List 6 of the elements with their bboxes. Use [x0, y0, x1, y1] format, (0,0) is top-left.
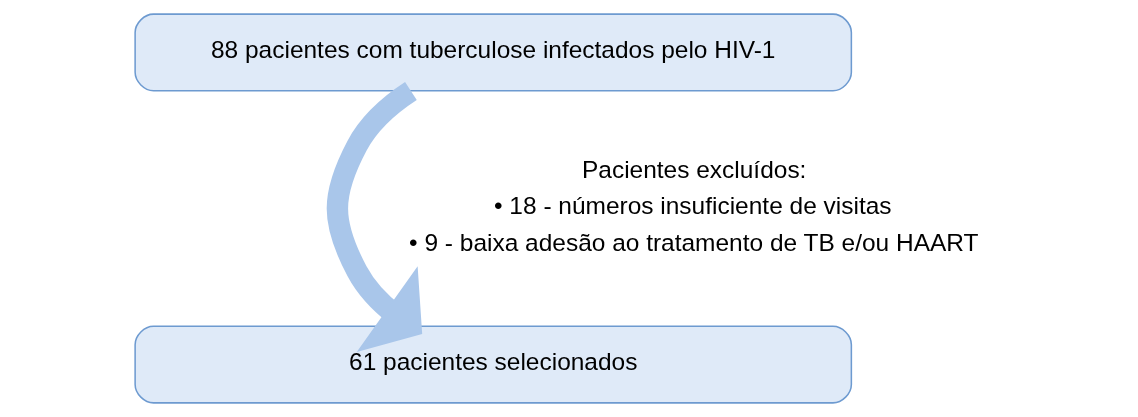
node-box: 61 pacientes selecionados — [134, 325, 853, 404]
label: • 9 - baixa adesão ao tratamento de TB e/ou HAART — [409, 229, 979, 257]
arrow — [326, 82, 423, 352]
label: Pacientes excluídos: — [582, 155, 807, 183]
label: • 18 - números insuficiente de visitas — [494, 192, 892, 220]
node-box: 88 pacientes com tuberculose infectados pelo HIV-1 — [134, 13, 853, 92]
